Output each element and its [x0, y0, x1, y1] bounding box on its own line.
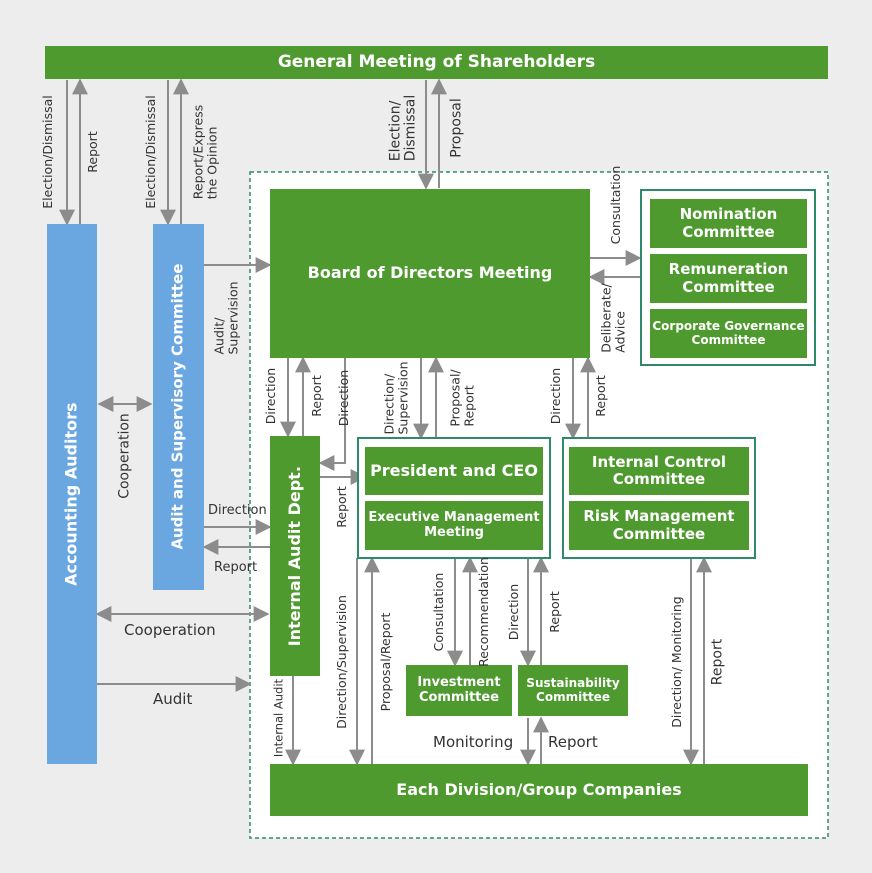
nomination-box: Nomination Committee [650, 199, 807, 248]
label-direction-sus: Direction [506, 583, 522, 641]
label-internal-audit: Internal Audit [271, 678, 286, 758]
label-audit-supervision: Audit/ Supervision [211, 281, 240, 355]
president-box: President and CEO [365, 447, 543, 495]
label-proposal-report-1: Proposal/ Report [447, 369, 476, 427]
label-report-express: Report/Express the Opinion [190, 104, 219, 200]
internal-control-box: Internal Control Committee [569, 447, 749, 495]
audit-supervisory-label: Audit and Supervisory Committee [168, 263, 187, 551]
accounting-auditors-label: Accounting Auditors [61, 402, 81, 586]
audit-supervisory-box: Audit and Supervisory Committee [153, 224, 204, 590]
label-audit: Audit [153, 690, 193, 708]
label-election-dismissal-2: Election/Dismissal [143, 95, 159, 209]
label-report-asc: Report [214, 560, 258, 575]
label-direction-ia: Direction [263, 367, 279, 425]
label-report-div: Report [548, 733, 598, 751]
label-report-pres: Report [334, 486, 350, 528]
label-recommendation: Recommendation [476, 557, 492, 667]
label-direction-pres: Direction [336, 369, 352, 427]
label-cooperation-1: Cooperation [116, 413, 133, 499]
internal-audit-label: Internal Audit Dept. [284, 465, 304, 647]
remuneration-box: Remuneration Committee [650, 254, 807, 303]
label-report-risk: Report [709, 638, 726, 686]
label-report-icc: Report [593, 375, 609, 417]
label-election-dismissal-3: Election/ Dismissal [387, 94, 419, 162]
investment-box: Investment Committee [406, 665, 512, 716]
label-proposal-report-2: Proposal/Report [378, 612, 394, 712]
divisions-box: Each Division/Group Companies [270, 764, 808, 816]
sustainability-box: Sustainability Committee [518, 665, 628, 716]
label-direction-icc: Direction [548, 367, 564, 425]
label-direction-supervision-1: Direction/ Supervision [381, 361, 410, 435]
shareholders-box: General Meeting of Shareholders [45, 46, 828, 79]
accounting-auditors-box: Accounting Auditors [47, 224, 97, 764]
label-report-1: Report [85, 131, 101, 173]
executive-box: Executive Management Meeting [365, 501, 543, 550]
label-direction-monitoring: Direction/ Monitoring [669, 596, 685, 728]
label-consultation-top: Consultation [608, 165, 624, 245]
arrow-direction-pres [318, 358, 346, 471]
label-consultation-inv: Consultation [431, 572, 447, 652]
board-box: Board of Directors Meeting [270, 189, 590, 358]
risk-box: Risk Management Committee [569, 501, 749, 550]
label-cooperation-2: Cooperation [124, 621, 216, 639]
label-monitoring: Monitoring [433, 733, 514, 751]
label-report-sus: Report [547, 591, 563, 633]
label-report-ia: Report [309, 375, 325, 417]
label-direction-asc: Direction [208, 503, 267, 518]
label-election-dismissal-1: Election/Dismissal [40, 95, 56, 209]
label-deliberate-advice: Deliberate/ Advice [598, 283, 627, 353]
label-proposal: Proposal [448, 98, 465, 158]
internal-audit-box: Internal Audit Dept. [270, 436, 320, 676]
label-direction-supervision-2: Direction/Supervision [334, 595, 350, 729]
governance-box: Corporate Governance Committee [650, 309, 807, 358]
